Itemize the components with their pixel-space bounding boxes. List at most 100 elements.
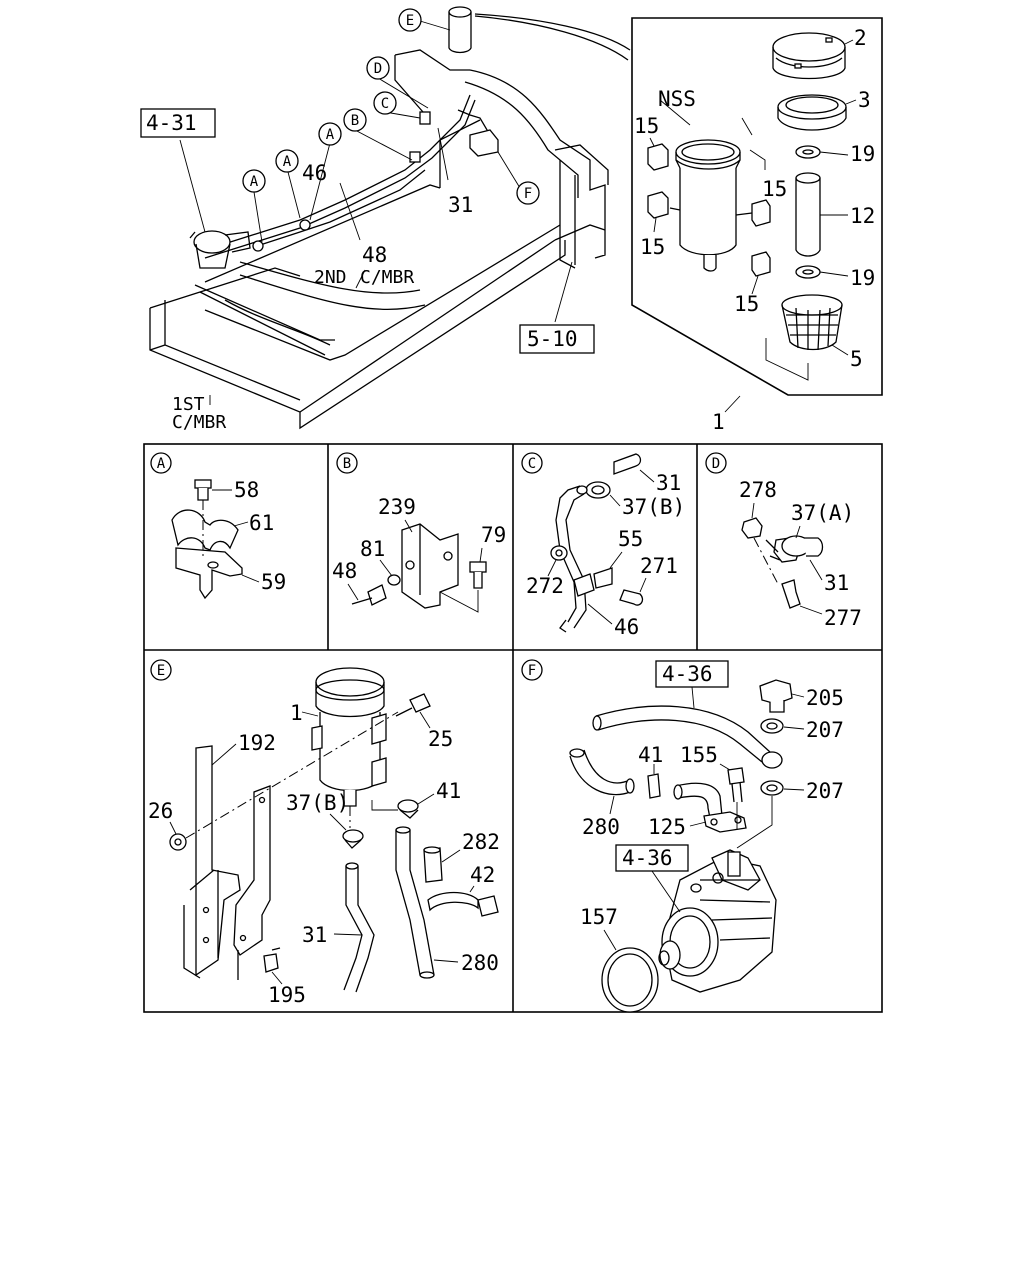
first-member-label-2: C/MBR (172, 412, 226, 433)
panel-c-272: 272 (526, 574, 564, 598)
panel-c: C (521, 452, 644, 633)
panel-f-280: 280 (582, 815, 620, 839)
panel-e-280: 280 (461, 951, 499, 975)
panel-f-marker[interactable]: F (521, 659, 543, 681)
callout-15-b: 15 (734, 292, 759, 316)
detail-marker-b[interactable]: B (343, 108, 367, 132)
detail-grid (143, 443, 883, 1013)
svg-text:F: F (528, 663, 536, 679)
panel-b: B (336, 452, 487, 613)
detail-marker-d[interactable]: D (366, 56, 390, 80)
ref-box-4-36-middle-label: 4-36 (622, 846, 673, 870)
panel-c-55: 55 (618, 527, 643, 551)
panel-b-48: 48 (332, 559, 357, 583)
detail-marker-a2[interactable]: A (275, 149, 299, 173)
detail-marker-a1[interactable]: A (242, 169, 266, 193)
panel-a-61: 61 (249, 511, 274, 535)
panel-b-81: 81 (360, 537, 385, 561)
panel-e-192: 192 (238, 731, 276, 755)
detail-marker-e[interactable]: E (398, 8, 422, 32)
panel-e-37b: 37(B) (286, 791, 349, 815)
svg-text:D: D (712, 456, 720, 472)
panel-c-marker[interactable]: C (521, 452, 543, 474)
panel-c-271: 271 (640, 554, 678, 578)
panel-d: D (705, 452, 824, 609)
panel-b-marker[interactable]: B (336, 452, 358, 474)
svg-text:E: E (406, 13, 414, 29)
panel-b-79: 79 (481, 523, 506, 547)
panel-e-26: 26 (148, 799, 173, 823)
callout-15-l: 15 (640, 235, 665, 259)
ref-box-4-36-middle[interactable] (615, 844, 689, 872)
panel-a: A (150, 452, 243, 600)
first-member-label-1: 1ST (172, 394, 205, 415)
svg-text:F: F (524, 186, 532, 202)
panel-a-58: 58 (234, 478, 259, 502)
svg-text:E: E (157, 663, 165, 679)
chassis-frame-drawing (149, 6, 631, 430)
panel-e-42: 42 (470, 863, 495, 887)
svg-text:A: A (157, 456, 166, 472)
panel-c-31: 31 (656, 471, 681, 495)
panel-f-157: 157 (580, 905, 618, 929)
detail-marker-f[interactable]: F (516, 181, 540, 205)
ref-box-4-31-label: 4-31 (146, 111, 197, 135)
panel-e-1: 1 (290, 701, 303, 725)
svg-text:C: C (381, 96, 389, 112)
second-member-label-2: C/MBR (360, 267, 414, 288)
panel-e-282: 282 (462, 830, 500, 854)
callout-15-tl: 15 (634, 114, 659, 138)
panel-b-239: 239 (378, 495, 416, 519)
ref-box-5-10[interactable] (519, 324, 595, 354)
callout-5: 5 (850, 347, 863, 371)
second-member-label-1: 2ND (314, 267, 347, 288)
callout-19-top: 19 (850, 142, 875, 166)
panel-c-46: 46 (614, 615, 639, 639)
callout-12: 12 (850, 204, 875, 228)
callout-48: 48 (362, 243, 387, 267)
detail-marker-c[interactable]: C (373, 91, 397, 115)
svg-text:D: D (374, 61, 382, 77)
svg-text:B: B (351, 113, 359, 129)
panel-e-195: 195 (268, 983, 306, 1007)
panel-d-37a: 37(A) (791, 501, 854, 525)
tank-inset-frame (631, 17, 883, 396)
panel-e-25: 25 (428, 727, 453, 751)
panel-a-59: 59 (261, 570, 286, 594)
tank-exploded-drawing (647, 32, 847, 381)
panel-a-marker[interactable]: A (150, 452, 172, 474)
ref-box-4-36-top-label: 4-36 (662, 662, 713, 686)
svg-text:C: C (528, 456, 536, 472)
panel-f-207-bottom: 207 (806, 779, 844, 803)
svg-text:A: A (326, 127, 335, 143)
panel-f-207-top: 207 (806, 718, 844, 742)
panel-c-37b: 37(B) (622, 495, 685, 519)
panel-e: E (150, 659, 499, 993)
svg-text:A: A (283, 154, 292, 170)
panel-f: F (521, 659, 793, 1013)
callout-3: 3 (858, 88, 871, 112)
panel-f-41: 41 (638, 743, 663, 767)
callout-31: 31 (448, 193, 473, 217)
panel-e-marker[interactable]: E (150, 659, 172, 681)
ref-box-4-31[interactable] (140, 108, 216, 138)
svg-text:A: A (250, 174, 259, 190)
panel-f-125: 125 (648, 815, 686, 839)
callout-19-bottom: 19 (850, 266, 875, 290)
panel-d-31: 31 (824, 571, 849, 595)
panel-d-marker[interactable]: D (705, 452, 727, 474)
callout-15-r: 15 (762, 177, 787, 201)
callout-2: 2 (854, 26, 867, 50)
callout-46: 46 (302, 161, 327, 185)
panel-f-155: 155 (680, 743, 718, 767)
panel-e-31: 31 (302, 923, 327, 947)
callout-1-tank: 1 (712, 410, 725, 434)
detail-marker-a3[interactable]: A (318, 122, 342, 146)
panel-d-278: 278 (739, 478, 777, 502)
ref-box-5-10-label: 5-10 (527, 327, 578, 351)
callout-nss: NSS (658, 87, 696, 111)
panel-d-277: 277 (824, 606, 862, 630)
svg-text:B: B (343, 456, 351, 472)
panel-f-205: 205 (806, 686, 844, 710)
